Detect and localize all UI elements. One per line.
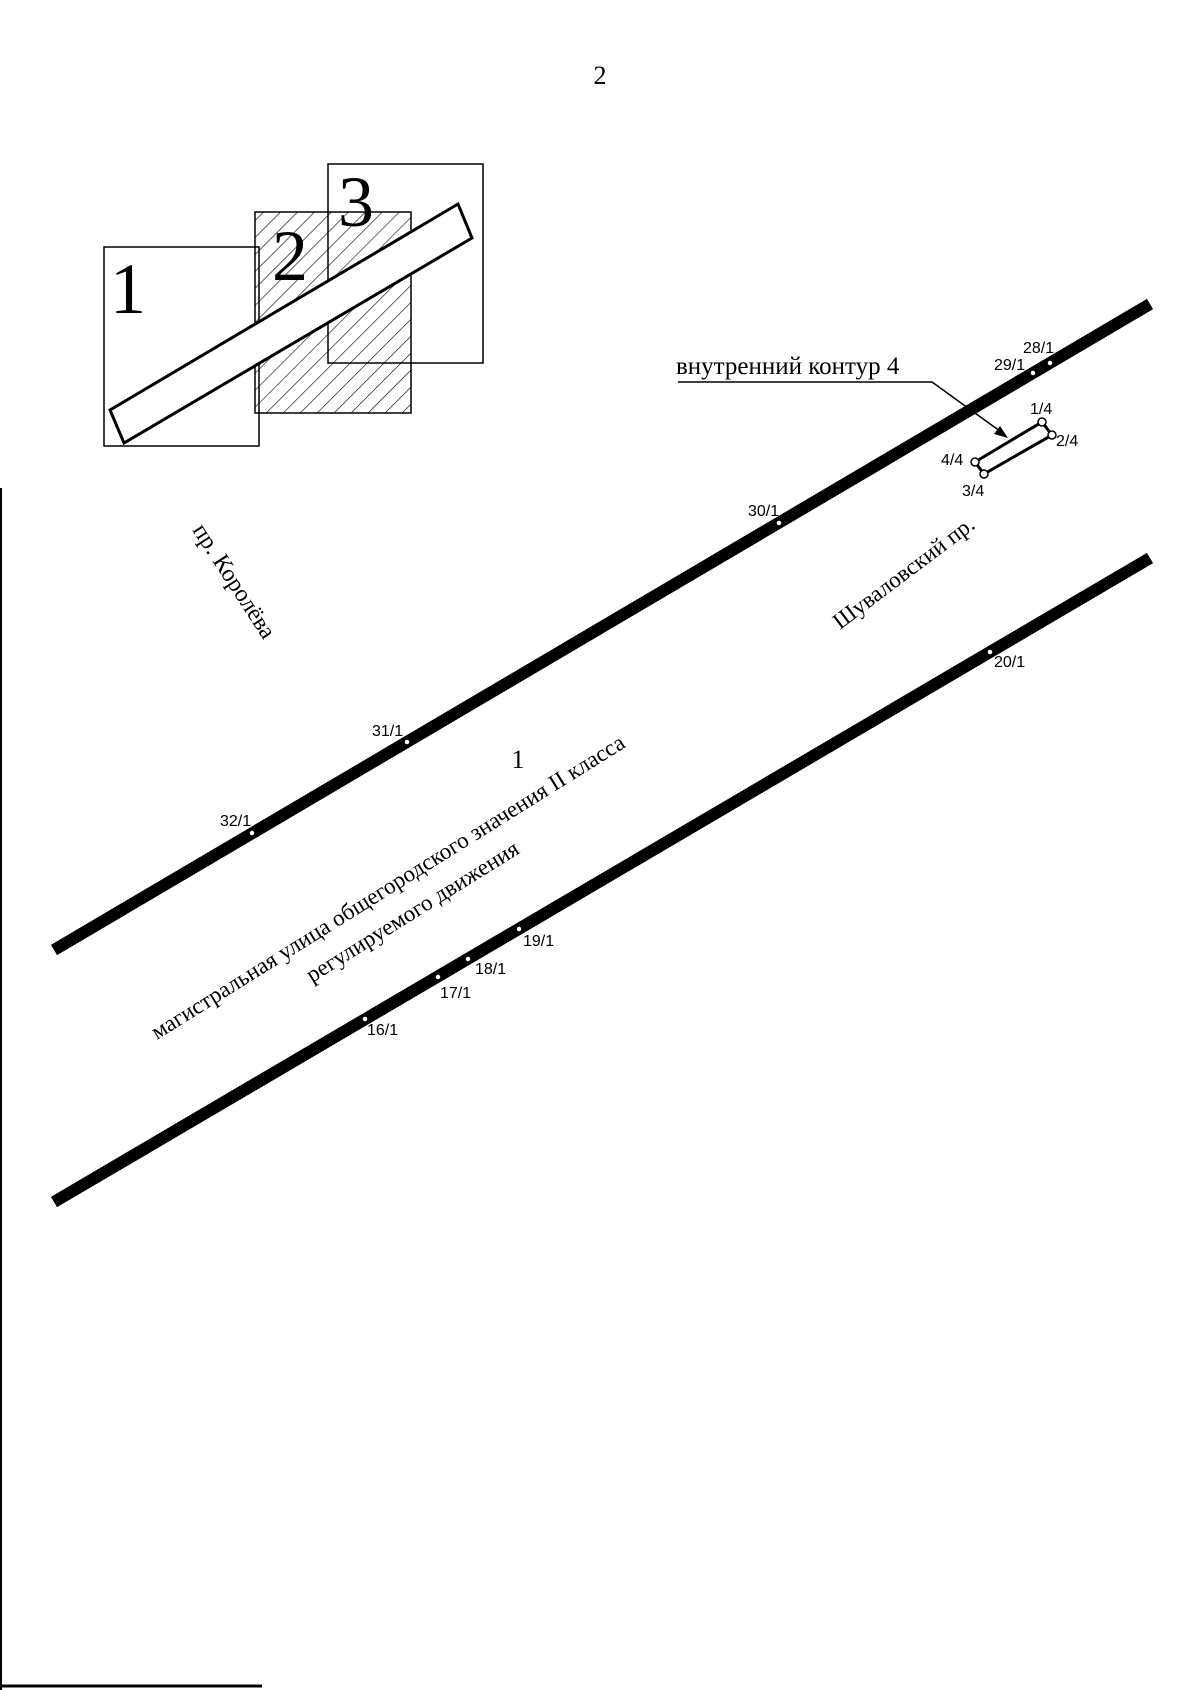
upper-boundary-points: 28/1 29/1 30/1 31/1 32/1 xyxy=(220,340,1054,837)
point-label-31-1: 31/1 xyxy=(372,723,403,740)
index-map: 1 2 3 xyxy=(103,162,484,447)
point-label-17-1: 17/1 xyxy=(440,985,471,1002)
street-label-main-line1: магистральная улица общегородского значе… xyxy=(146,730,629,1045)
inner-point-2-4 xyxy=(1047,430,1057,440)
index-parcel-outline xyxy=(108,201,474,446)
point-label-20-1: 20/1 xyxy=(994,654,1025,671)
point-18-1 xyxy=(464,955,472,963)
inner-contour-label: внутренний контур 4 xyxy=(676,353,900,380)
point-label-29-1: 29/1 xyxy=(994,357,1025,374)
point-label-28-1: 28/1 xyxy=(1023,340,1054,357)
inner-point-3-4 xyxy=(979,469,989,479)
inner-point-label-2-4: 2/4 xyxy=(1056,433,1078,450)
point-label-18-1: 18/1 xyxy=(475,961,506,978)
point-label-19-1: 19/1 xyxy=(523,933,554,950)
index-sheet-3-frame xyxy=(327,163,484,364)
point-29-1 xyxy=(1029,369,1037,377)
point-label-16-1: 16/1 xyxy=(367,1022,398,1039)
contour-number: 1 xyxy=(512,745,525,774)
point-19-1 xyxy=(515,925,523,933)
inner-contour-leader xyxy=(678,381,1005,435)
street-label-shuvalovsky: Шуваловский пр. xyxy=(828,511,979,634)
upper-boundary-line xyxy=(50,298,1154,956)
point-label-30-1: 30/1 xyxy=(748,503,779,520)
point-32-1 xyxy=(248,829,256,837)
point-31-1 xyxy=(403,738,411,746)
inner-contour-leader-arrow xyxy=(994,426,1008,438)
inner-point-label-4-4: 4/4 xyxy=(941,452,963,469)
index-sheet-label-3: 3 xyxy=(338,162,374,242)
inner-point-label-3-4: 3/4 xyxy=(962,483,984,500)
point-16-1 xyxy=(361,1015,369,1023)
lower-boundary-line xyxy=(50,552,1154,1208)
inner-point-1-4 xyxy=(1037,417,1047,427)
point-28-1 xyxy=(1046,359,1054,367)
lower-boundary-points: 16/1 17/1 18/1 19/1 20/1 xyxy=(361,648,1025,1039)
point-17-1 xyxy=(434,973,442,981)
index-sheet-label-2: 2 xyxy=(272,216,308,296)
point-20-1 xyxy=(986,648,994,656)
street-label-korolev: пр. Королёва xyxy=(187,519,281,644)
point-label-32-1: 32/1 xyxy=(220,813,251,830)
inner-contour-4: внутренний контур 4 1/4 2/4 3/4 4/4 xyxy=(676,353,1078,500)
index-sheet-label-1: 1 xyxy=(110,249,146,329)
inner-contour-outline xyxy=(972,420,1055,476)
inner-point-4-4 xyxy=(970,457,980,467)
page-number: 2 xyxy=(594,61,607,90)
inner-point-label-1-4: 1/4 xyxy=(1030,401,1052,418)
point-30-1 xyxy=(775,519,783,527)
